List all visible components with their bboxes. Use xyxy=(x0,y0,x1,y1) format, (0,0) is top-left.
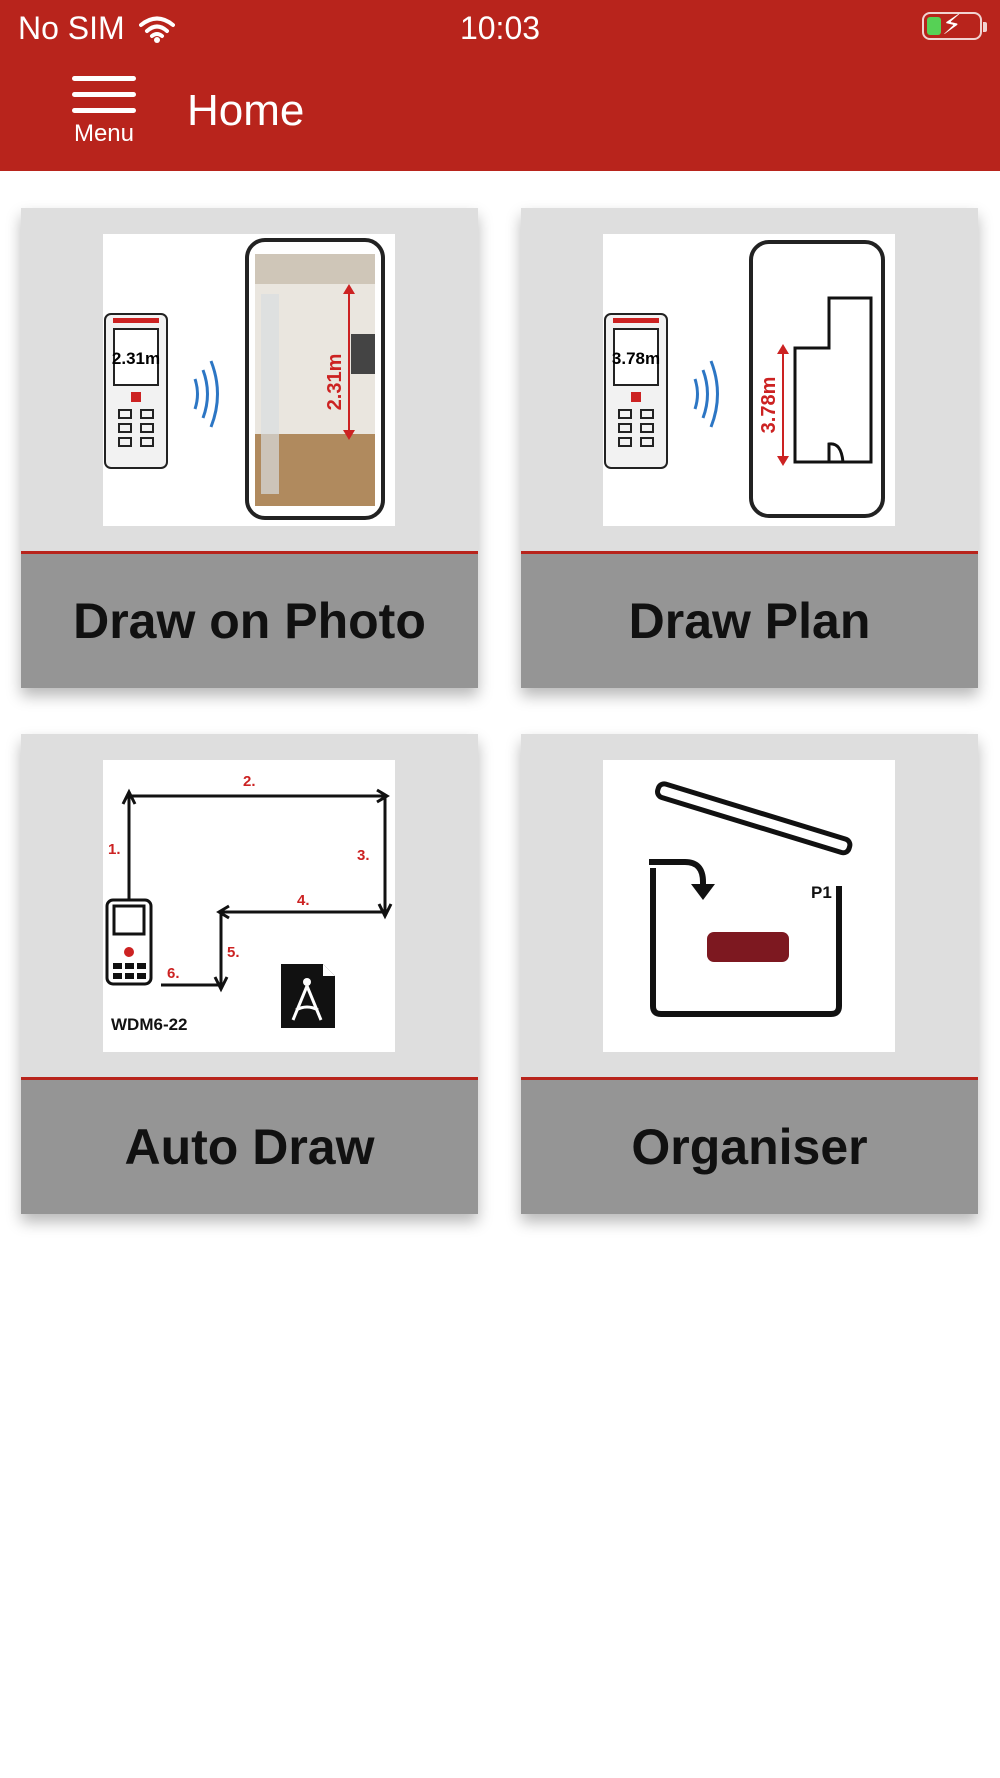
draw-on-photo-label: Draw on Photo xyxy=(21,551,478,688)
draw-plan-tile[interactable]: 3.78m 3.78m Draw Plan xyxy=(521,208,978,688)
hamburger-icon xyxy=(72,76,136,113)
draw-on-photo-illustration: 2.31m 2.31m xyxy=(103,234,395,526)
step-5: 5. xyxy=(227,944,240,961)
menu-label: Menu xyxy=(73,120,135,147)
organiser-box-illustration: P1 xyxy=(603,760,895,1052)
step-1: 1. xyxy=(108,841,121,858)
step-4: 4. xyxy=(297,892,310,909)
device-reading: 3.78m xyxy=(612,349,660,368)
app-header: No SIM 10:03 ⚡ Menu Home xyxy=(0,0,1000,171)
plan-measurement: 3.78m xyxy=(758,377,780,434)
status-time: 10:03 xyxy=(459,10,541,46)
draw-plan-illustration: 3.78m 3.78m xyxy=(603,234,895,526)
organiser-label: Organiser xyxy=(521,1077,978,1214)
organiser-item xyxy=(707,932,789,962)
auto-draw-label: Auto Draw xyxy=(21,1077,478,1214)
draw-plan-label: Draw Plan xyxy=(521,551,978,688)
auto-draw-tile[interactable]: 1. 2. 3. 4. 5. 6. WDM6-22 Auto Draw xyxy=(21,734,478,1214)
wifi-icon xyxy=(138,16,175,43)
menu-button[interactable]: Menu xyxy=(62,72,146,164)
photo-measurement: 2.31m xyxy=(324,354,346,411)
carrier-label: No SIM xyxy=(18,10,125,46)
battery-icon: ⚡ xyxy=(922,11,987,40)
auto-draw-illustration: 1. 2. 3. 4. 5. 6. WDM6-22 xyxy=(103,760,395,1052)
organiser-tile[interactable]: P1 Organiser xyxy=(521,734,978,1214)
step-2: 2. xyxy=(243,773,256,790)
document-compass-icon xyxy=(281,964,335,1028)
step-3: 3. xyxy=(357,847,370,864)
device-model: WDM6-22 xyxy=(111,1015,188,1034)
status-carrier: No SIM xyxy=(18,10,175,47)
page-title: Home xyxy=(187,86,305,135)
box-tag: P1 xyxy=(811,883,832,902)
draw-on-photo-tile[interactable]: 2.31m 2.31m Draw on Photo xyxy=(21,208,478,688)
device-reading: 2.31m xyxy=(112,349,160,368)
step-6: 6. xyxy=(167,965,180,982)
